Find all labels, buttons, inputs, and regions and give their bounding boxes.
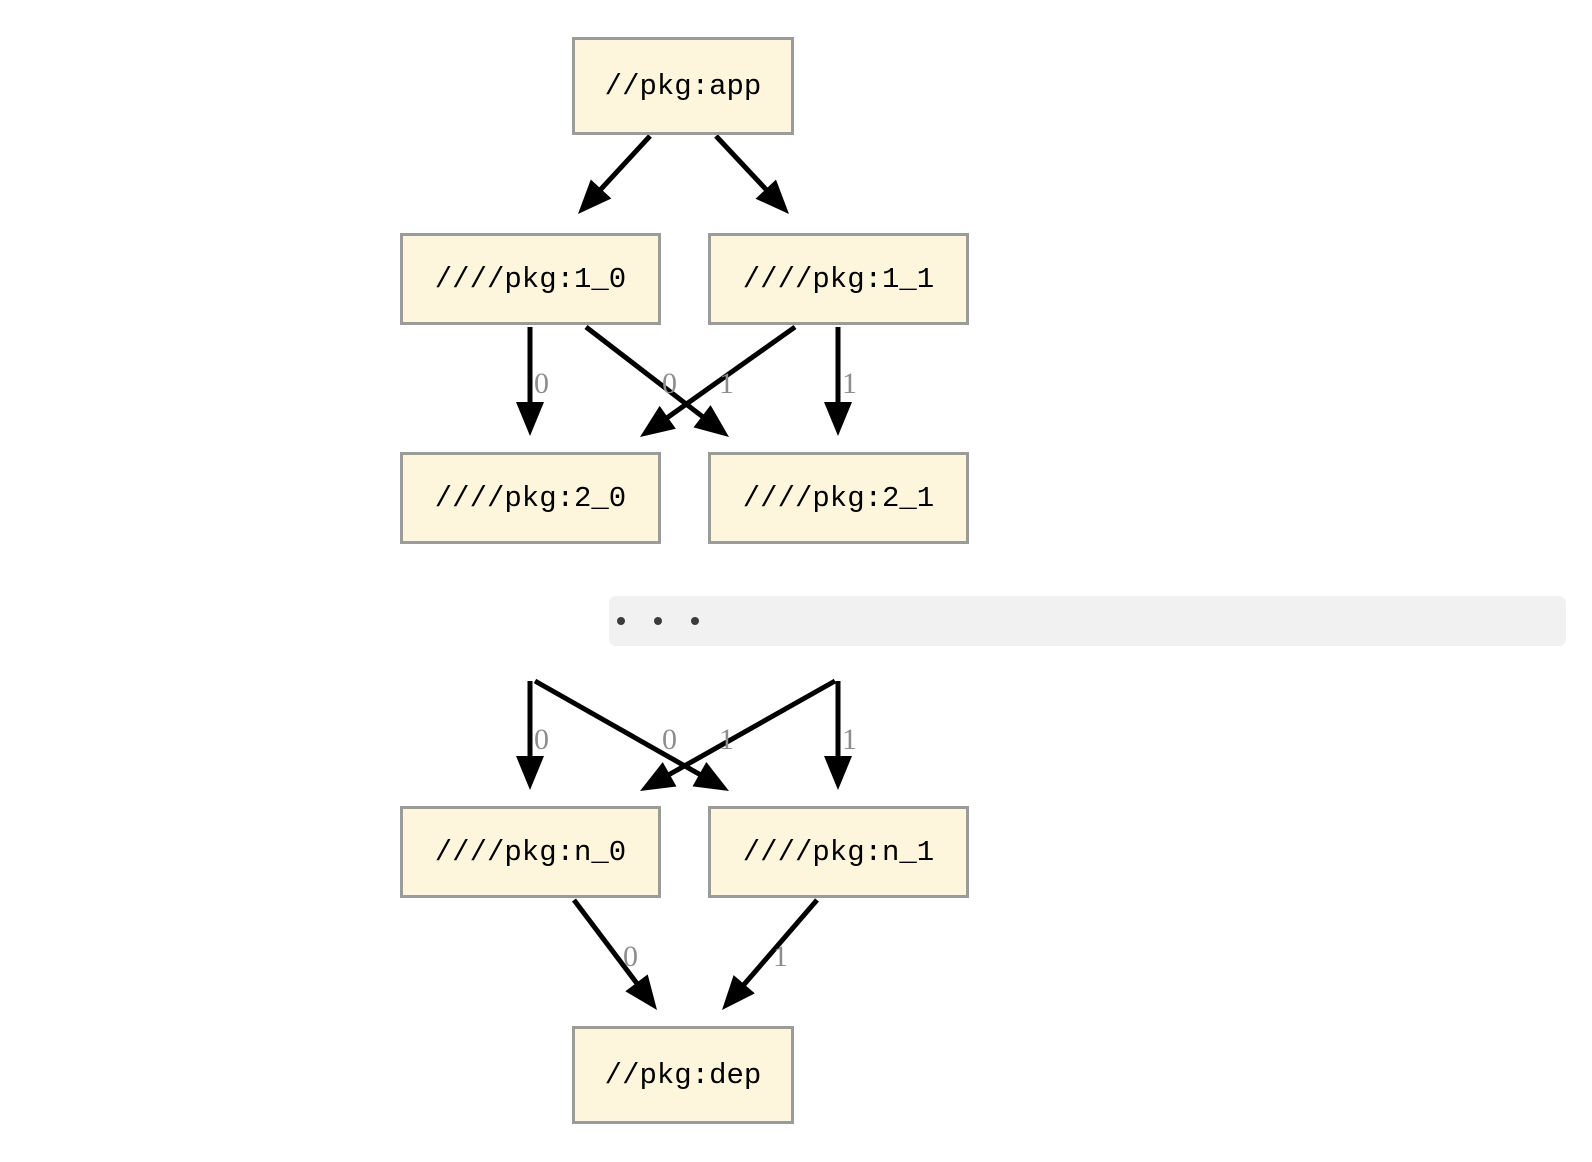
graph-edge-label: 0	[534, 723, 549, 756]
graph-edge-label: 1	[842, 367, 857, 400]
graph-edge-hidden_a-to-nn_1	[533, 678, 729, 791]
graph-node-dep[interactable]: //pkg:dep	[572, 1026, 794, 1124]
graph-edge-hidden_b-to-nn_1	[824, 681, 852, 790]
graph-edge-label: 0	[534, 367, 549, 400]
graph-edge-n1_1-to-n2_1	[824, 327, 852, 436]
graph-edge-hidden_b-to-nn_0	[640, 678, 837, 791]
arrowhead-icon	[640, 762, 677, 791]
graph-node-n1_0[interactable]: ////pkg:1_0	[400, 233, 661, 325]
graph-node-label: //pkg:dep	[604, 1058, 762, 1092]
graph-edge-nn_1-to-dep	[722, 898, 819, 1010]
ellipsis-dot	[691, 617, 699, 625]
graph-node-n2_0[interactable]: ////pkg:2_0	[400, 452, 661, 544]
graph-node-label: ////pkg:2_1	[742, 481, 935, 515]
graph-edge-label: 1	[842, 723, 857, 756]
graph-edge-label: 0	[623, 940, 638, 973]
ellipsis-dots	[617, 617, 699, 625]
graph-edge-label: 0	[662, 723, 677, 756]
graph-edge-label: 0	[662, 367, 677, 400]
graph-node-nn_1[interactable]: ////pkg:n_1	[708, 806, 969, 898]
graph-node-label: ////pkg:1_1	[742, 262, 935, 296]
graph-edge-n1_1-to-n2_0	[640, 324, 797, 437]
arrowhead-icon	[640, 405, 676, 437]
arrowhead-icon	[516, 756, 544, 790]
graph-node-label: ////pkg:n_0	[434, 835, 627, 869]
arrowhead-icon	[578, 179, 612, 214]
graph-edge-app-to-n1_1	[714, 134, 789, 214]
graph-edge-label: 1	[719, 723, 734, 756]
arrowhead-icon	[692, 762, 729, 791]
arrowhead-icon	[824, 402, 852, 436]
graph-node-app[interactable]: //pkg:app	[572, 37, 794, 135]
graph-node-label: //pkg:app	[604, 69, 762, 103]
ellipsis-dot	[617, 617, 625, 625]
arrowhead-icon	[824, 756, 852, 790]
graph-edge-label: 1	[773, 940, 788, 973]
arrowhead-icon	[516, 402, 544, 436]
graph-node-label: ////pkg:2_0	[434, 481, 627, 515]
arrowhead-icon	[755, 179, 789, 214]
graph-node-nn_0[interactable]: ////pkg:n_0	[400, 806, 661, 898]
ellipsis-dot	[654, 617, 662, 625]
graph-node-n1_1[interactable]: ////pkg:1_1	[708, 233, 969, 325]
graph-node-label: ////pkg:n_1	[742, 835, 935, 869]
graph-edge-nn_0-to-dep	[572, 898, 657, 1010]
graph-node-label: ////pkg:1_0	[434, 262, 627, 296]
arrowhead-icon	[722, 975, 755, 1010]
graph-node-n2_1[interactable]: ////pkg:2_1	[708, 452, 969, 544]
graph-edge-label: 1	[719, 367, 734, 400]
graph-edge-n1_0-to-n2_0	[516, 327, 544, 436]
graph-edge-app-to-n1_0	[578, 134, 652, 214]
arrowhead-icon	[693, 405, 729, 437]
ellipsis-separator	[609, 596, 1566, 646]
arrowhead-icon	[625, 974, 657, 1010]
graph-edge-hidden_a-to-nn_0	[516, 681, 544, 790]
